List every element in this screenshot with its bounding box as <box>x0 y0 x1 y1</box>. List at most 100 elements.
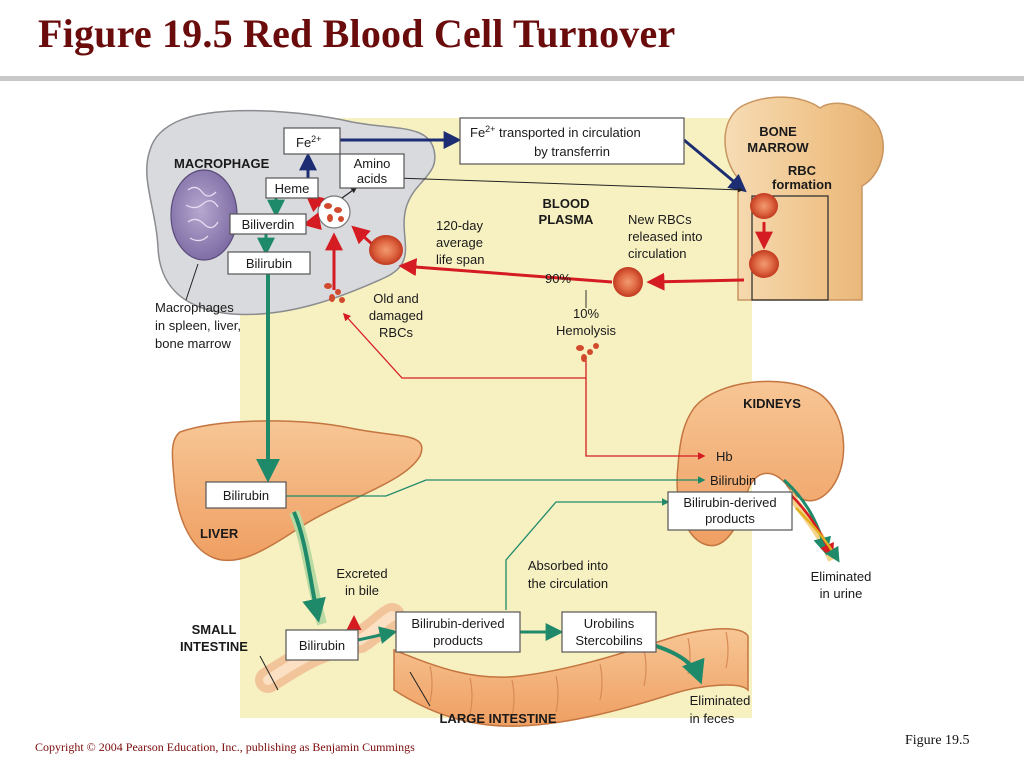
bile-arrow <box>292 511 326 623</box>
liver-shape <box>171 420 423 562</box>
figure-reference: Figure 19.5 <box>905 733 970 748</box>
bone-marrow-label-1: BONE <box>759 124 797 139</box>
pct-10-label-2: Hemolysis <box>556 323 616 338</box>
old-rbcs-label-2: damaged <box>369 308 423 323</box>
macrophages-note-1: Macrophages <box>155 300 234 315</box>
bilirubin-derived-kidney-2: products <box>705 511 755 526</box>
urobilins-box <box>561 611 657 653</box>
rbc-fragments-old <box>324 283 345 303</box>
old-rbcs-label-1: Old and <box>373 291 419 306</box>
phagocytosed-rbc-vacuole <box>317 195 351 229</box>
biliverdin-box <box>229 213 307 235</box>
absorbed-label-1: Absorbed into <box>528 558 608 573</box>
absorbed-into-circulation-line <box>505 498 670 610</box>
vacuole-to-amino-arrow <box>341 187 357 199</box>
bilirubin-derived-intestine-box <box>395 611 521 653</box>
eliminated-urine-1: Eliminated <box>811 569 872 584</box>
amino-acids-line1: Amino <box>354 156 391 171</box>
life-span-label-2: average <box>436 235 483 250</box>
bilirubin-derived-intestine-1: Bilirubin-derived <box>411 616 504 631</box>
amino-acids-box <box>339 153 405 189</box>
bone-marrow-shape <box>724 96 884 301</box>
rbc-to-vacuole-arrow <box>351 225 373 246</box>
blood-plasma-label-1: BLOOD <box>543 196 590 211</box>
transferrin-line1: Fe2+ transported in circulation <box>470 124 641 140</box>
excreted-label-2: in bile <box>345 583 379 598</box>
life-span-label-1: 120-day <box>436 218 483 233</box>
urine-arrow-3 <box>795 507 840 563</box>
bilirubin-derived-kidney-box <box>667 491 793 531</box>
vacuole-to-biliverdin-arrow <box>302 212 322 231</box>
bilirubin-macrophage-label: Bilirubin <box>246 256 292 271</box>
bilirubin-kidney-label: Bilirubin <box>710 473 756 488</box>
macrophages-note-pointer <box>185 263 199 301</box>
rbc-cell <box>750 193 778 219</box>
urobilins-label-2: Stercobilins <box>575 633 643 648</box>
amino-to-marrow-line <box>395 177 743 193</box>
macrophages-note-3: bone marrow <box>155 336 231 351</box>
marrow-to-circulation-arrow <box>646 272 745 291</box>
absorbed-label-2: the circulation <box>528 576 608 591</box>
large-intestine-pointer <box>409 671 431 707</box>
transferrin-line2: by transferrin <box>534 144 610 159</box>
macrophage-nucleus <box>170 169 238 261</box>
kidneys-label: KIDNEYS <box>743 396 801 411</box>
hb-label: Hb <box>716 449 733 464</box>
eliminated-feces-1: Eliminated <box>690 693 751 708</box>
title-divider <box>0 76 1024 81</box>
hemolysis-to-kidney-line <box>585 378 706 460</box>
bilirubin-macrophage-box <box>227 251 311 275</box>
nucleus-chromatin <box>185 186 219 242</box>
amino-acids-line2: acids <box>357 171 388 186</box>
transferrin-to-marrow-arrow <box>683 138 747 193</box>
bilirubin-intestine-box <box>285 629 359 661</box>
small-intestine-label-1: SMALL <box>192 622 237 637</box>
biliverdin-box-label: Biliverdin <box>242 217 295 232</box>
small-intestine-label-2: INTESTINE <box>180 639 248 654</box>
large-intestine-label: LARGE INTESTINE <box>439 711 556 726</box>
heme-box <box>265 177 319 199</box>
eliminated-urine-2: in urine <box>820 586 863 601</box>
intestine-bilirubin-to-products-arrow <box>357 626 398 644</box>
bilirubin-derived-kidney-1: Bilirubin-derived <box>683 495 776 510</box>
large-intestine-tube <box>393 628 749 727</box>
urobilins-label-1: Urobilins <box>584 616 635 631</box>
bone-marrow-label-2: MARROW <box>747 140 809 155</box>
rbc-cell <box>369 235 403 265</box>
excreted-label-1: Excreted <box>336 566 387 581</box>
rbc-fragments-in-vacuole <box>324 203 344 222</box>
heme-box-label: Heme <box>275 181 310 196</box>
hemolysis-to-macrophage-line <box>342 312 587 379</box>
fe-box-label: Fe2+ <box>296 134 321 150</box>
pct-10-label-1: 10% <box>573 306 599 321</box>
fe-box <box>283 127 341 155</box>
rbc-formation-frame <box>751 195 829 301</box>
rbc-fragments-hemolysis <box>576 343 599 362</box>
macrophage-label: MACROPHAGE <box>174 156 270 171</box>
liver-label: LIVER <box>200 526 239 541</box>
old-rbcs-label-3: RBCs <box>379 325 413 340</box>
rbc-cell <box>613 267 643 297</box>
blood-plasma-label-2: PLASMA <box>539 212 595 227</box>
copyright-notice: Copyright © 2004 Pearson Education, Inc.… <box>35 740 415 754</box>
new-rbcs-label-2: released into <box>628 229 702 244</box>
new-rbcs-label-1: New RBCs <box>628 212 692 227</box>
bilirubin-derived-intestine-2: products <box>433 633 483 648</box>
pct-90-label: 90% <box>545 271 571 286</box>
life-span-label-3: life span <box>436 252 484 267</box>
rbc-formation-label-1: RBC <box>788 163 817 178</box>
bilirubin-liver-box <box>205 481 287 509</box>
bilirubin-intestine-label: Bilirubin <box>299 638 345 653</box>
bilirubin-liver-label: Bilirubin <box>223 488 269 503</box>
eliminated-feces-2: in feces <box>690 711 735 726</box>
urobilins-to-feces-arrow <box>655 644 705 685</box>
small-intestine-pointer <box>259 655 279 691</box>
rbc-cell <box>749 250 779 278</box>
transferrin-box <box>459 117 685 165</box>
circulation-90pct-arrow <box>398 258 613 284</box>
liver-to-kidney-line <box>286 476 706 497</box>
slide-title: Figure 19.5 Red Blood Cell Turnover <box>38 11 676 56</box>
new-rbcs-label-3: circulation <box>628 246 687 261</box>
macrophages-note-2: in spleen, liver, <box>155 318 241 333</box>
